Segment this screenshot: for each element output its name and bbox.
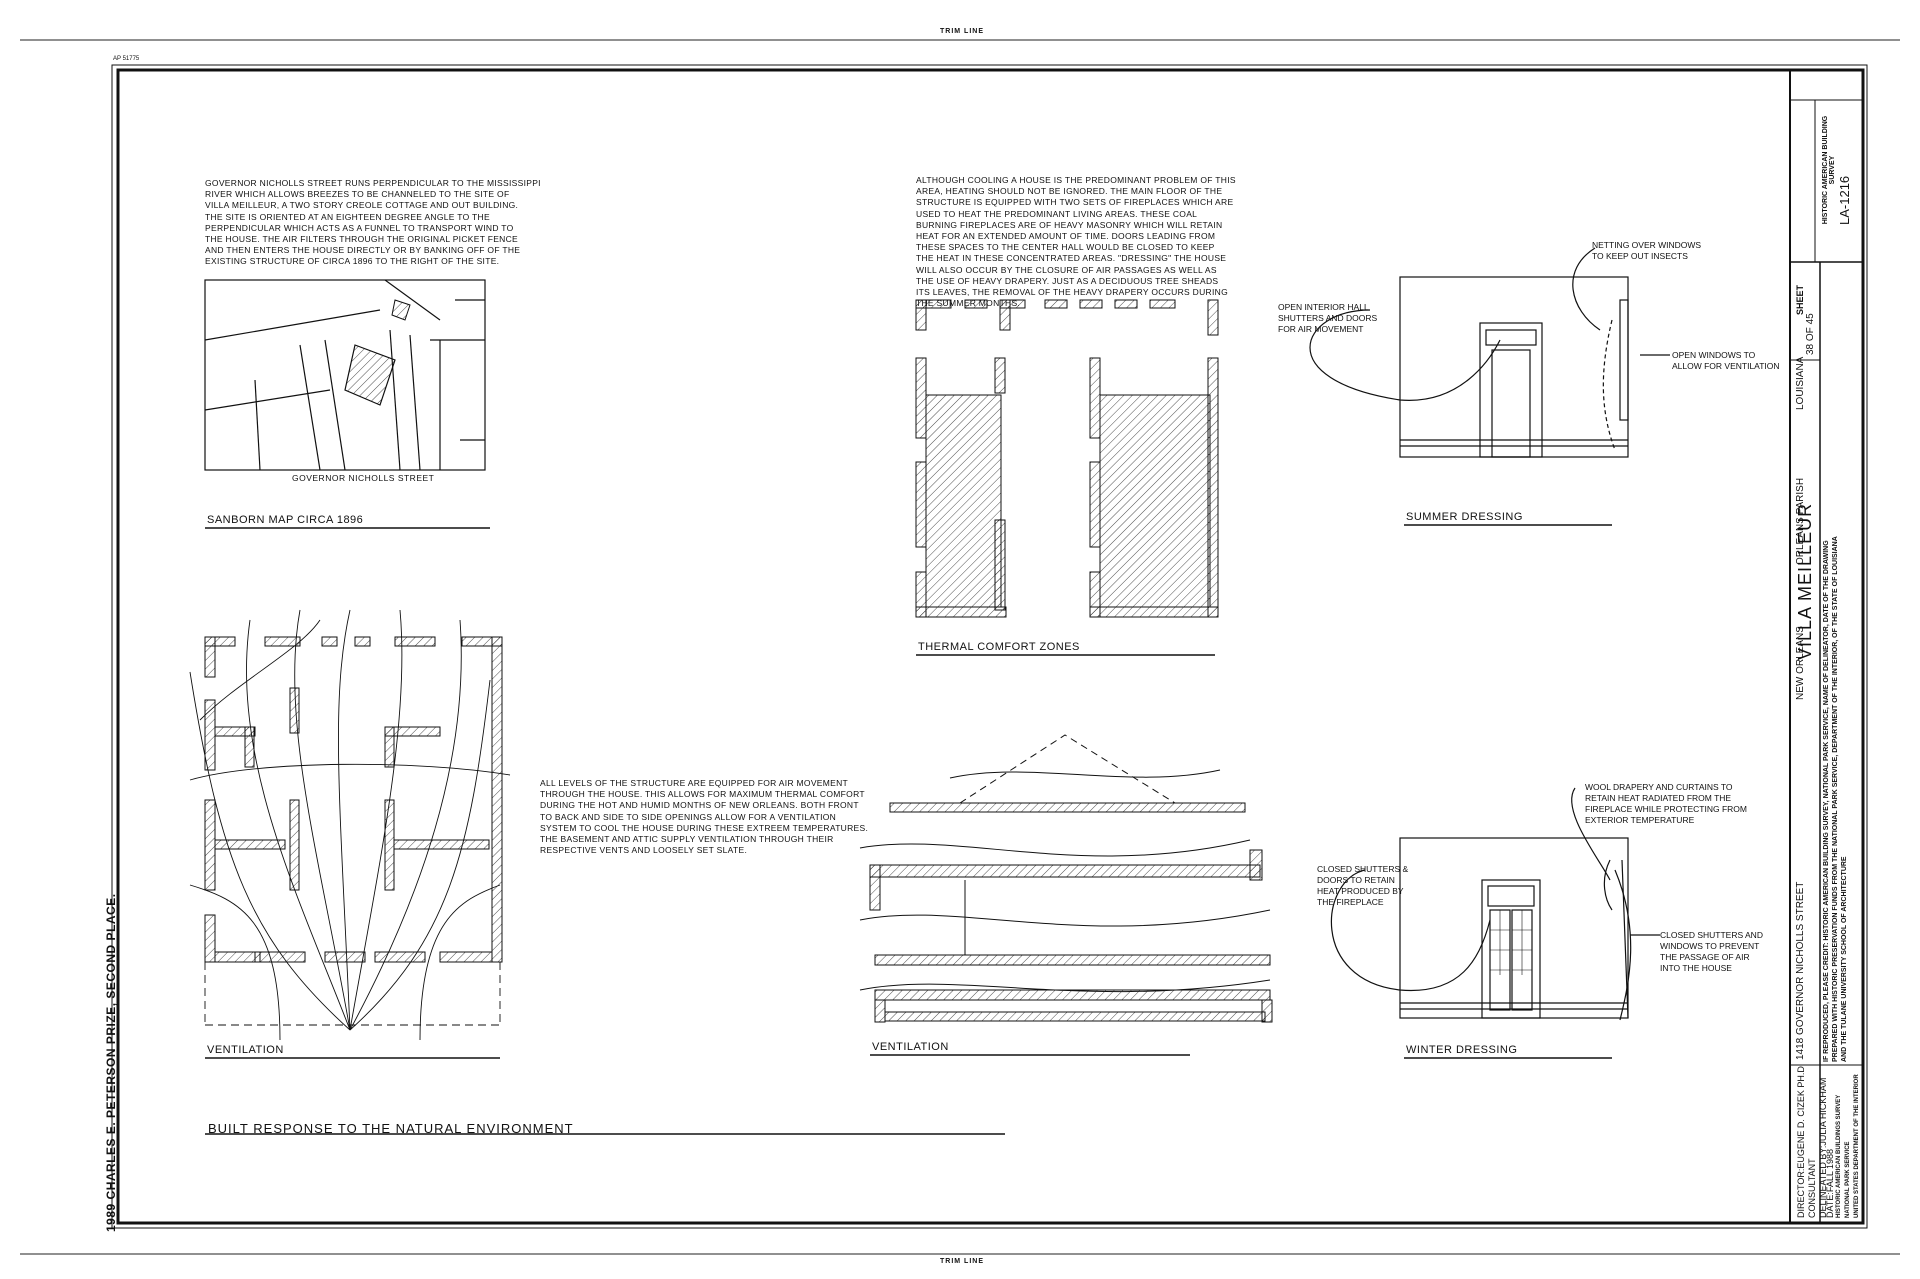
credit-line-1: IF REPRODUCED, PLEASE CREDIT: HISTORIC A… bbox=[1823, 540, 1830, 1062]
agency-line-3: UNITED STATES DEPARTMENT OF THE INTERIOR bbox=[1854, 1074, 1860, 1218]
director-credit: DIRECTOR:EUGENE D. CIZEK PH.D bbox=[1796, 1066, 1806, 1218]
consultant-credit: CONSULTANT bbox=[1807, 1158, 1817, 1218]
survey-name: HISTORIC AMERICAN BUILDING SURVEY bbox=[1822, 115, 1836, 225]
main-title: BUILT RESPONSE TO THE NATURAL ENVIRONMEN… bbox=[208, 1121, 574, 1136]
state: LOUISIANA bbox=[1795, 356, 1806, 410]
trim-line-bottom: TRIM LINE bbox=[940, 1258, 984, 1265]
city: NEW ORLEANS bbox=[1795, 626, 1806, 700]
winter-callout-shutters: CLOSED SHUTTERS AND WINDOWS TO PREVENT T… bbox=[1660, 930, 1763, 973]
ventilation-section-caption: VENTILATION bbox=[872, 1041, 949, 1053]
date-credit: DATE:FALL 1988 bbox=[1825, 1148, 1835, 1218]
sanborn-caption: SANBORN MAP CIRCA 1896 bbox=[207, 514, 364, 526]
winter-callout-doors: CLOSED SHUTTERS & DOORS TO RETAIN HEAT P… bbox=[1317, 864, 1409, 907]
ventilation-plan-caption: VENTILATION bbox=[207, 1044, 284, 1056]
sheet-number: 38 OF 45 bbox=[1805, 313, 1816, 355]
summer-caption: SUMMER DRESSING bbox=[1406, 511, 1523, 523]
thermal-caption: THERMAL COMFORT ZONES bbox=[918, 641, 1080, 653]
reference-number: AP 51775 bbox=[113, 56, 140, 62]
summer-callout-netting: NETTING OVER WINDOWS TO KEEP OUT INSECTS bbox=[1592, 240, 1702, 261]
thermal-notes: ALTHOUGH COOLING A HOUSE IS THE PREDOMIN… bbox=[916, 175, 1236, 309]
agency-block: DATE:FALL 1988 HISTORIC AMERICAN BUILDIN… bbox=[1825, 1074, 1862, 1218]
sanborn-notes: GOVERNOR NICHOLLS STREET RUNS PERPENDICU… bbox=[205, 178, 541, 267]
survey-number: LA-1216 bbox=[1837, 175, 1852, 225]
street-label: GOVERNOR NICHOLLS STREET bbox=[292, 473, 435, 483]
parish: ORLEANS PARISH bbox=[1795, 477, 1806, 565]
credit-block: IF REPRODUCED, PLEASE CREDIT: HISTORIC A… bbox=[1822, 536, 1849, 1062]
winter-caption: WINTER DRESSING bbox=[1406, 1044, 1518, 1056]
winter-callout-drapery: WOOL DRAPERY AND CURTAINS TO RETAIN HEAT… bbox=[1585, 782, 1747, 825]
sheet-label: SHEET bbox=[1795, 284, 1805, 315]
summer-callout-hall: OPEN INTERIOR HALL SHUTTERS AND DOORS FO… bbox=[1278, 302, 1378, 334]
agency-line-2: NATIONAL PARK SERVICE bbox=[1845, 1141, 1851, 1218]
credit-line-2: PREPARED WITH HISTORIC PRESERVATION FUND… bbox=[1832, 536, 1839, 1062]
credit-line-3: AND THE TULANE UNIVERSITY SCHOOL OF ARCH… bbox=[1841, 856, 1848, 1062]
address: 1418 GOVERNOR NICHOLLS STREET bbox=[1795, 881, 1806, 1060]
ventilation-section-notes: ALL LEVELS OF THE STRUCTURE ARE EQUIPPED… bbox=[540, 778, 869, 856]
summer-callout-windows: OPEN WINDOWS TO ALLOW FOR VENTILATION bbox=[1672, 350, 1780, 371]
trim-line-top: TRIM LINE bbox=[940, 28, 984, 35]
agency-line-1: HISTORIC AMERICAN BUILDINGS SURVEY bbox=[1836, 1094, 1842, 1218]
